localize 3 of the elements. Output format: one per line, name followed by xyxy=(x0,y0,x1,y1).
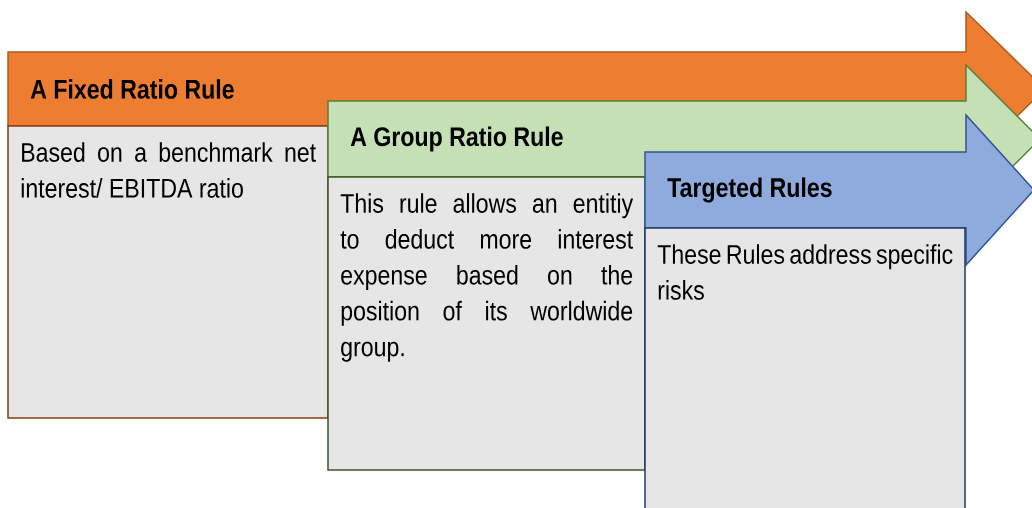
text-box: Based on a benchmark net interest/ EBITDA ratio xyxy=(7,125,329,419)
text-box: These Rules address specific risks xyxy=(644,227,966,508)
text-box: This rule allows an entitiy to deduct more interest expense based on the position of its worldwide group. xyxy=(327,176,646,471)
